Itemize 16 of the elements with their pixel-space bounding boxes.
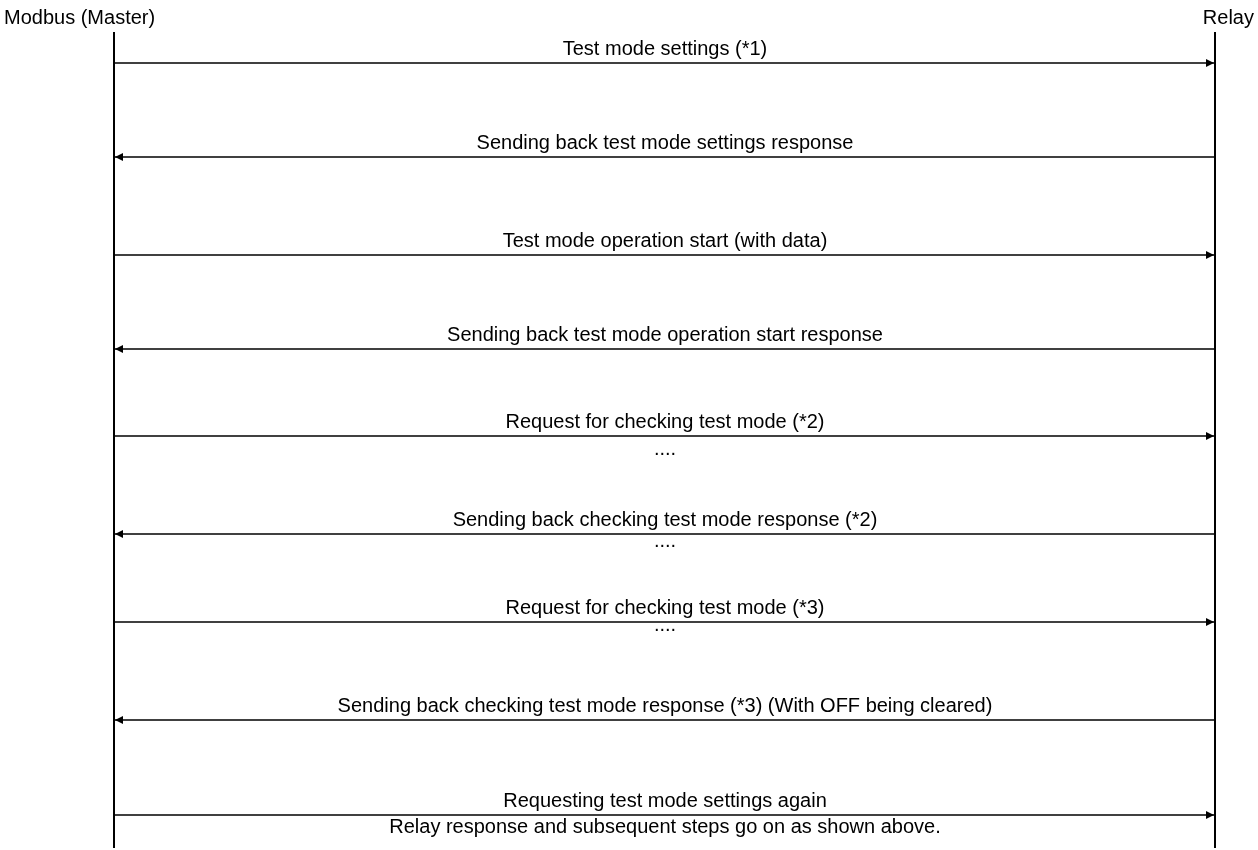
message-arrow — [114, 618, 1215, 626]
note-text: Relay response and subsequent steps go on as shown above. — [389, 814, 941, 838]
lifeline — [113, 32, 115, 848]
message-arrow — [114, 153, 1215, 161]
note-text: .... — [653, 529, 677, 552]
message-arrow — [114, 251, 1215, 259]
message-arrow — [114, 716, 1215, 724]
message-arrow — [114, 432, 1215, 440]
note-text: .... — [653, 436, 677, 460]
message-arrow — [114, 811, 1215, 819]
message-arrow — [114, 530, 1215, 538]
message-arrow — [114, 59, 1215, 67]
lifeline — [1214, 32, 1216, 848]
participant-label: Relay — [1170, 4, 1254, 30]
participant-label: Modbus (Master) — [4, 4, 214, 30]
message-arrow — [114, 345, 1215, 353]
